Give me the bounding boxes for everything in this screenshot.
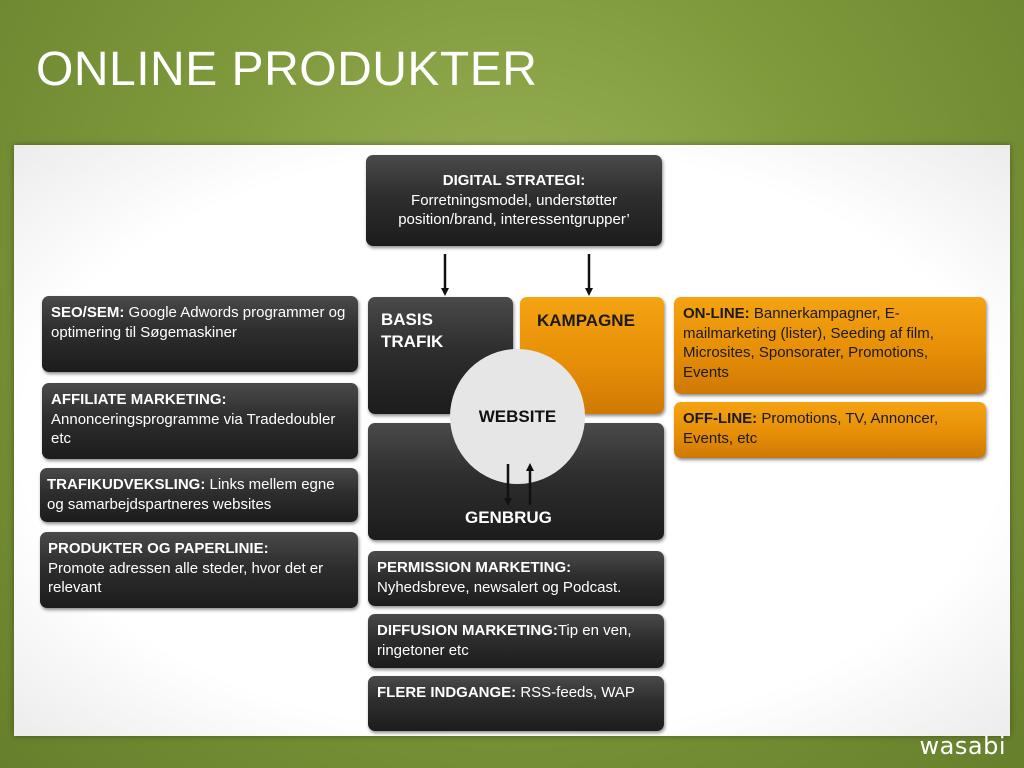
bottom-item-label: PERMISSION MARKETING: xyxy=(377,559,572,576)
bottom-item-text: Nyhedsbreve, newsalert og Podcast. xyxy=(377,578,622,596)
right-item-offline: OFF-LINE: Promotions, TV, Annoncer, Even… xyxy=(674,402,986,458)
website-label: WEBSITE xyxy=(478,406,557,426)
right-item-text: Promotions, TV, Annoncer, Events, etc xyxy=(683,410,939,447)
right-item-online: ON-LINE: Bannerkampagner, E-mailmarketin… xyxy=(674,297,986,394)
bottom-item-permission: PERMISSION MARKETING: Nyhedsbreve, newsa… xyxy=(368,551,664,606)
website-circle: WEBSITE xyxy=(450,349,585,484)
right-item-text: Bannerkampagner, E-mailmarketing (lister… xyxy=(683,305,934,381)
left-item-text: Links mellem egne og samarbejdspartneres… xyxy=(47,476,335,513)
digital-strategy-line1: Forretningsmodel, understøtter xyxy=(411,191,617,209)
digital-strategy-heading: DIGITAL STRATEGI: xyxy=(442,172,586,189)
left-item-produkter: PRODUKTER OG PAPERLINIE: Promote adresse… xyxy=(40,532,358,608)
left-item-seo-sem: SEO/SEM: Google Adwords programmer og op… xyxy=(42,296,358,372)
basis-trafik-label: BASIS TRAFIK xyxy=(381,310,444,352)
left-item-label: SEO/SEM: xyxy=(51,304,125,321)
left-item-label: PRODUKTER OG PAPERLINIE: xyxy=(48,540,269,557)
bottom-item-label: FLERE INDGANGE: xyxy=(377,684,517,701)
kampagne-label: KAMPAGNE xyxy=(537,311,635,330)
bottom-item-flere-indgange: FLERE INDGANGE: RSS-feeds, WAP xyxy=(368,676,664,731)
digital-strategy-box: DIGITAL STRATEGI: Forretningsmodel, unde… xyxy=(366,155,662,246)
left-item-text: Google Adwords programmer og optimering … xyxy=(51,304,346,341)
bottom-item-label: DIFFUSION MARKETING: xyxy=(377,622,558,639)
bottom-item-diffusion: DIFFUSION MARKETING:Tip en ven, ringeton… xyxy=(368,614,664,668)
left-item-trafikudveksling: TRAFIKUDVEKSLING: Links mellem egne og s… xyxy=(40,468,358,522)
bottom-item-text: RSS-feeds, WAP xyxy=(520,684,635,701)
left-item-label: TRAFIKUDVEKSLING: xyxy=(47,476,206,493)
left-item-affiliate: AFFILIATE MARKETING: Annonceringsprogram… xyxy=(42,383,358,459)
bottom-item-text: Tip en ven, ringetoner etc xyxy=(377,622,632,659)
genbrug-label: GENBRUG xyxy=(465,508,552,527)
wasabi-logo: wasabi xyxy=(919,732,1006,760)
left-item-text: Promote adressen alle steder, hvor det e… xyxy=(48,559,324,597)
left-item-label: AFFILIATE MARKETING: xyxy=(51,391,227,408)
right-item-label: ON-LINE: xyxy=(683,305,750,322)
right-item-label: OFF-LINE: xyxy=(683,410,758,427)
left-item-text: Annonceringsprogramme via Tradedoubler e… xyxy=(51,410,336,448)
slide-title: ONLINE PRODUKTER xyxy=(36,43,538,96)
digital-strategy-line2: position/brand, interessentgrupper’ xyxy=(398,211,630,228)
